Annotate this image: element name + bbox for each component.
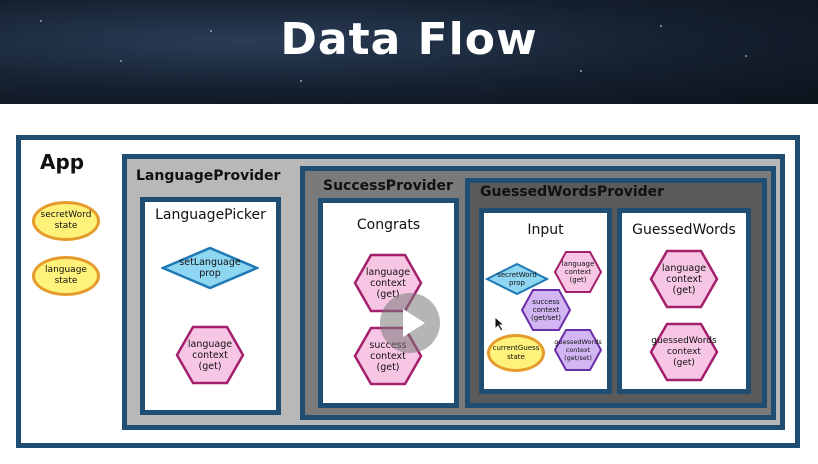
input-label: Input xyxy=(527,222,564,238)
set-language-line-2: prop xyxy=(199,268,221,279)
congrats-label: Congrats xyxy=(356,217,421,233)
congrats-lang-line-3: (get) xyxy=(376,288,400,300)
congrats-success-line-3: (get) xyxy=(376,361,400,373)
language-state-line-2: state xyxy=(54,276,78,286)
gw-gw-line-3: (get) xyxy=(673,357,695,368)
success-context-get-set-input: success context (get/set) xyxy=(520,288,572,332)
input-gw-line-1: guessedWords xyxy=(554,338,602,346)
congrats-lang-line-1: language xyxy=(365,266,411,278)
input-secret-line-1: secretWord xyxy=(497,271,537,279)
input-success-line-3: (get/set) xyxy=(530,314,561,322)
guessed-words-provider-label: GuessedWordsProvider xyxy=(480,184,665,200)
input-success-line-1: success xyxy=(532,298,560,306)
language-context-get-picker: language context (get) xyxy=(175,325,245,385)
current-guess-line-2: state xyxy=(507,353,525,361)
guessed-words-context-get-set-input: guessedWords context (get/set) xyxy=(553,328,603,372)
language-picker-label: LanguagePicker xyxy=(155,207,266,223)
app-label: App xyxy=(40,150,85,174)
picker-context-line-3: (get) xyxy=(198,360,222,372)
language-provider-label: LanguageProvider xyxy=(136,168,281,184)
input-gw-line-3: (get/set) xyxy=(564,354,592,362)
secret-word-state: secretWord state xyxy=(32,201,100,241)
language-state-line-1: language xyxy=(45,265,87,275)
gw-gw-line-2: context xyxy=(667,346,701,357)
page-title: Data Flow xyxy=(280,14,538,65)
language-picker-container xyxy=(140,197,281,415)
secret-word-prop: secretWord prop xyxy=(485,262,549,296)
diagram-canvas: App secretWord state language state Lang… xyxy=(0,104,818,464)
play-icon xyxy=(403,309,425,337)
input-secret-line-2: prop xyxy=(509,279,525,287)
input-lang-line-1: language xyxy=(561,260,595,268)
success-provider-label: SuccessProvider xyxy=(323,178,453,194)
input-gw-line-2: context xyxy=(565,346,591,354)
mouse-cursor-icon xyxy=(494,316,506,332)
congrats-success-line-1: success xyxy=(369,339,407,351)
set-language-line-1: setLanguage xyxy=(179,257,241,268)
congrats-lang-line-2: context xyxy=(370,277,406,289)
gw-gw-line-1: guessedWords xyxy=(651,335,717,346)
language-context-get-input: language context (get) xyxy=(553,250,603,294)
secret-word-state-line-2: state xyxy=(54,221,78,231)
secret-word-state-line-1: secretWord xyxy=(40,210,92,220)
input-lang-line-2: context xyxy=(564,268,592,276)
gw-lang-line-2: context xyxy=(666,273,702,285)
language-state: language state xyxy=(32,256,100,296)
current-guess-line-1: currentGuess xyxy=(492,344,540,352)
guessed-words-label: GuessedWords xyxy=(632,222,736,238)
play-button[interactable] xyxy=(380,293,440,353)
title-banner: Data Flow xyxy=(0,0,818,104)
input-success-line-2: context xyxy=(532,306,560,314)
input-lang-line-3: (get) xyxy=(569,276,587,284)
picker-context-line-2: context xyxy=(192,349,228,361)
picker-context-line-1: language xyxy=(187,338,233,350)
gw-lang-line-3: (get) xyxy=(672,284,696,296)
guessed-words-context-get: guessedWords context (get) xyxy=(649,322,719,382)
gw-lang-line-1: language xyxy=(661,262,707,274)
language-context-get-guessed-words: language context (get) xyxy=(649,249,719,309)
set-language-prop: setLanguage prop xyxy=(161,246,259,290)
congrats-success-line-2: context xyxy=(370,350,406,362)
current-guess-state: currentGuess state xyxy=(487,334,545,372)
